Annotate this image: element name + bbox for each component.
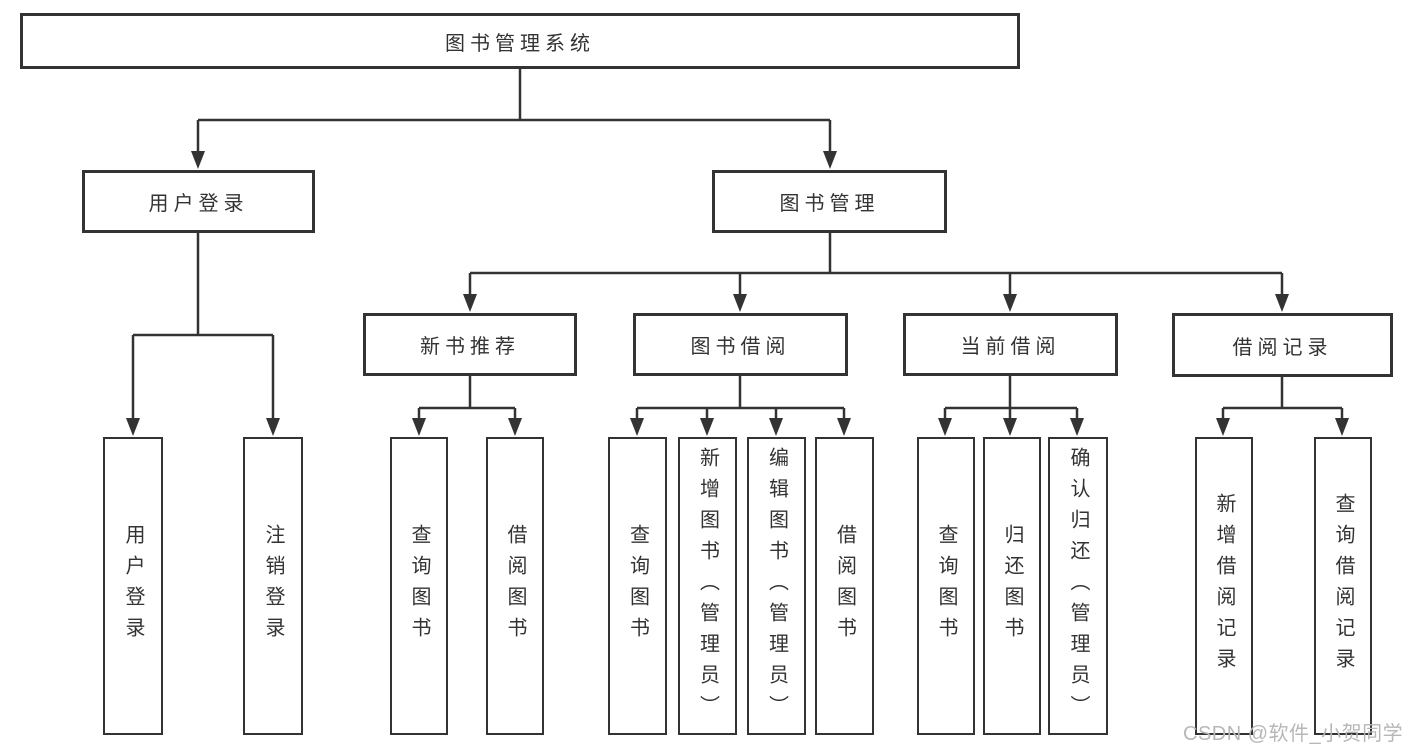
leaf-return-books-label: 归还图书 bbox=[1001, 524, 1023, 648]
node-book-management-label: 图书管理 bbox=[779, 193, 880, 215]
node-borrow-records: 借阅记录 bbox=[1172, 313, 1393, 377]
leaf-logout-label: 注销登录 bbox=[262, 524, 284, 648]
leaf-add-borrow-record: 新增借阅记录 bbox=[1195, 437, 1253, 735]
leaf-query-books-current-label: 查询图书 bbox=[935, 524, 957, 648]
leaf-confirm-return-admin-label: 确认归还（管理员） bbox=[1067, 446, 1089, 726]
watermark-text: CSDN @软件_小贺同学 bbox=[1183, 723, 1404, 745]
leaf-user-login: 用户登录 bbox=[103, 437, 163, 735]
leaf-logout: 注销登录 bbox=[243, 437, 303, 735]
leaf-borrow-books-manage: 借阅图书 bbox=[815, 437, 874, 735]
leaf-add-borrow-record-label: 新增借阅记录 bbox=[1213, 493, 1235, 679]
leaf-edit-books-admin-label: 编辑图书（管理员） bbox=[765, 446, 788, 726]
node-new-book-recommend-label: 新书推荐 bbox=[420, 336, 520, 358]
node-new-book-recommend: 新书推荐 bbox=[363, 313, 577, 376]
node-borrow-records-label: 借阅记录 bbox=[1232, 336, 1333, 359]
node-root-label: 图书管理系统 bbox=[445, 32, 595, 55]
node-book-management: 图书管理 bbox=[712, 170, 947, 233]
leaf-borrow-books-manage-label: 借阅图书 bbox=[833, 524, 856, 648]
leaf-confirm-return-admin: 确认归还（管理员） bbox=[1048, 437, 1108, 735]
leaf-query-books-recommend-label: 查询图书 bbox=[408, 524, 430, 648]
leaf-user-login-label: 用户登录 bbox=[122, 524, 144, 648]
leaf-query-books-borrow-label: 查询图书 bbox=[626, 524, 649, 648]
leaf-add-books-admin-label: 新增图书（管理员） bbox=[696, 446, 719, 726]
node-user-login: 用户登录 bbox=[82, 170, 315, 233]
leaf-borrow-books-recommend-label: 借阅图书 bbox=[504, 524, 526, 648]
node-current-borrow-label: 当前借阅 bbox=[960, 336, 1061, 358]
node-book-borrow-label: 图书借阅 bbox=[690, 336, 791, 358]
leaf-query-books-borrow: 查询图书 bbox=[608, 437, 667, 735]
node-book-borrow: 图书借阅 bbox=[633, 313, 848, 376]
leaf-edit-books-admin: 编辑图书（管理员） bbox=[747, 437, 806, 735]
node-user-login-label: 用户登录 bbox=[148, 193, 249, 215]
leaf-query-books-current: 查询图书 bbox=[917, 437, 975, 735]
leaf-query-borrow-record: 查询借阅记录 bbox=[1314, 437, 1372, 735]
leaf-return-books: 归还图书 bbox=[983, 437, 1041, 735]
node-current-borrow: 当前借阅 bbox=[903, 313, 1118, 376]
leaf-query-books-recommend: 查询图书 bbox=[390, 437, 448, 735]
leaf-add-books-admin: 新增图书（管理员） bbox=[678, 437, 737, 735]
leaf-borrow-books-recommend: 借阅图书 bbox=[486, 437, 544, 735]
leaf-query-borrow-record-label: 查询借阅记录 bbox=[1332, 493, 1354, 679]
node-root: 图书管理系统 bbox=[20, 13, 1020, 69]
